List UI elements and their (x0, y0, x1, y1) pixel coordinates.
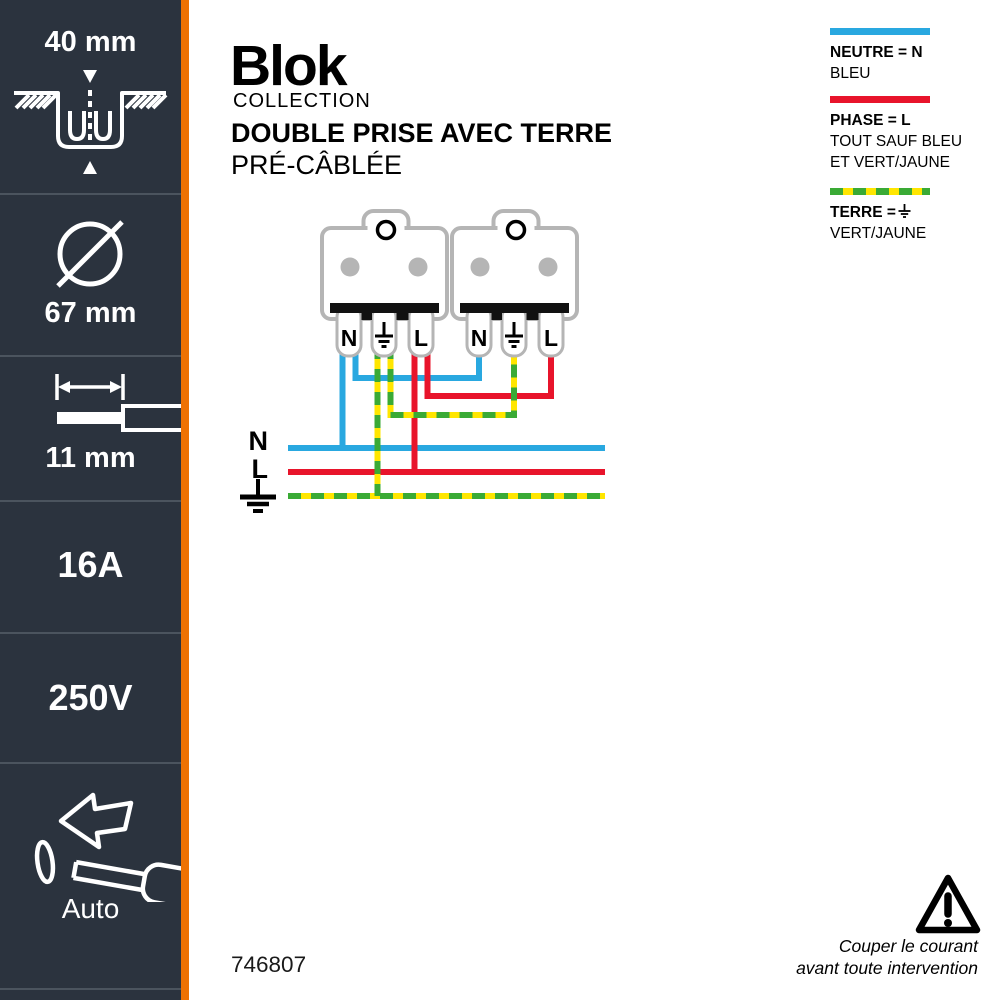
sidebar-section-footer (0, 988, 181, 1000)
earth-wire-swatch (830, 188, 930, 195)
terminal-label-live: L (414, 325, 428, 351)
legend-phase-desc1: TOUT SAUF BLEU (830, 133, 963, 150)
bus-label-live: L (252, 454, 269, 484)
flush-box-depth-icon (14, 70, 168, 174)
accent-stripe (181, 0, 189, 1000)
phase-wire-swatch (830, 96, 930, 103)
screw-hole-icon (375, 219, 397, 241)
terminal-label-neutral: N (341, 325, 358, 351)
brand-logo: Blok (230, 34, 348, 98)
legend-phase: PHASE = L TOUT SAUF BLEU ET VERT/JAUNE (830, 96, 1000, 173)
legend-earth-desc: VERT/JAUNE (830, 225, 927, 242)
earth-wires (288, 346, 605, 499)
socket-pin-hole-icon (340, 257, 360, 277)
neutral-wire-swatch (830, 28, 930, 35)
warning-line-1: Couper le courant (838, 936, 978, 956)
legend-phase-desc2: ET VERT/JAUNE (830, 154, 951, 171)
socket-block-left: N L (320, 209, 449, 358)
spec-label-depth: 40 mm (44, 26, 137, 58)
socket-pin-hole-icon (408, 257, 428, 277)
earth-icon (898, 204, 911, 218)
legend-neutral-title: NEUTRE = N (830, 44, 923, 61)
bus-earth-icon (240, 479, 276, 513)
brand-collection: COLLECTION (233, 90, 371, 112)
sidebar-section-box-depth: 40 mm (0, 0, 181, 193)
sidebar-section-current: 16A (0, 500, 181, 632)
wiring-diagram: N L N L (240, 209, 605, 513)
spec-label-strip: 11 mm (45, 442, 136, 474)
product-subtitle: PRÉ-CÂBLÉE (231, 150, 403, 180)
voltage-rating: 250V (48, 677, 133, 718)
legend-earth: TERRE = VERT/JAUNE (830, 188, 1000, 244)
bus-label-neutral: N (249, 426, 269, 456)
terminals (335, 304, 435, 358)
screwdriver-free-icon (34, 792, 181, 902)
legend-neutral-desc: BLEU (830, 65, 871, 82)
phase-wires (288, 346, 605, 475)
legend-earth-title: TERRE = (830, 202, 1000, 223)
terminal-earth-icon (375, 322, 393, 348)
legend-phase-title: PHASE = L (830, 112, 911, 129)
warning-triangle-icon (915, 874, 981, 934)
sidebar-section-strip-length: 11 mm (0, 355, 181, 500)
spec-label-diameter: 67 mm (44, 297, 137, 329)
product-reference: 746807 (231, 952, 307, 977)
product-title: DOUBLE PRISE AVEC TERRE (231, 118, 613, 148)
warning-line-2: avant toute intervention (796, 957, 978, 978)
socket-block-right (450, 209, 579, 358)
sidebar-section-connection: Auto (0, 762, 181, 988)
diameter-icon (56, 220, 124, 288)
sidebar-section-voltage: 250V (0, 632, 181, 762)
current-rating: 16A (57, 544, 124, 585)
warning-text: Couper le courant avant toute interventi… (658, 936, 978, 979)
connection-type-label: Auto (61, 893, 120, 924)
legend-neutral: NEUTRE = N BLEU (830, 28, 1000, 84)
wire-strip-icon (55, 374, 181, 432)
sidebar-section-diameter: 67 mm (0, 193, 181, 355)
